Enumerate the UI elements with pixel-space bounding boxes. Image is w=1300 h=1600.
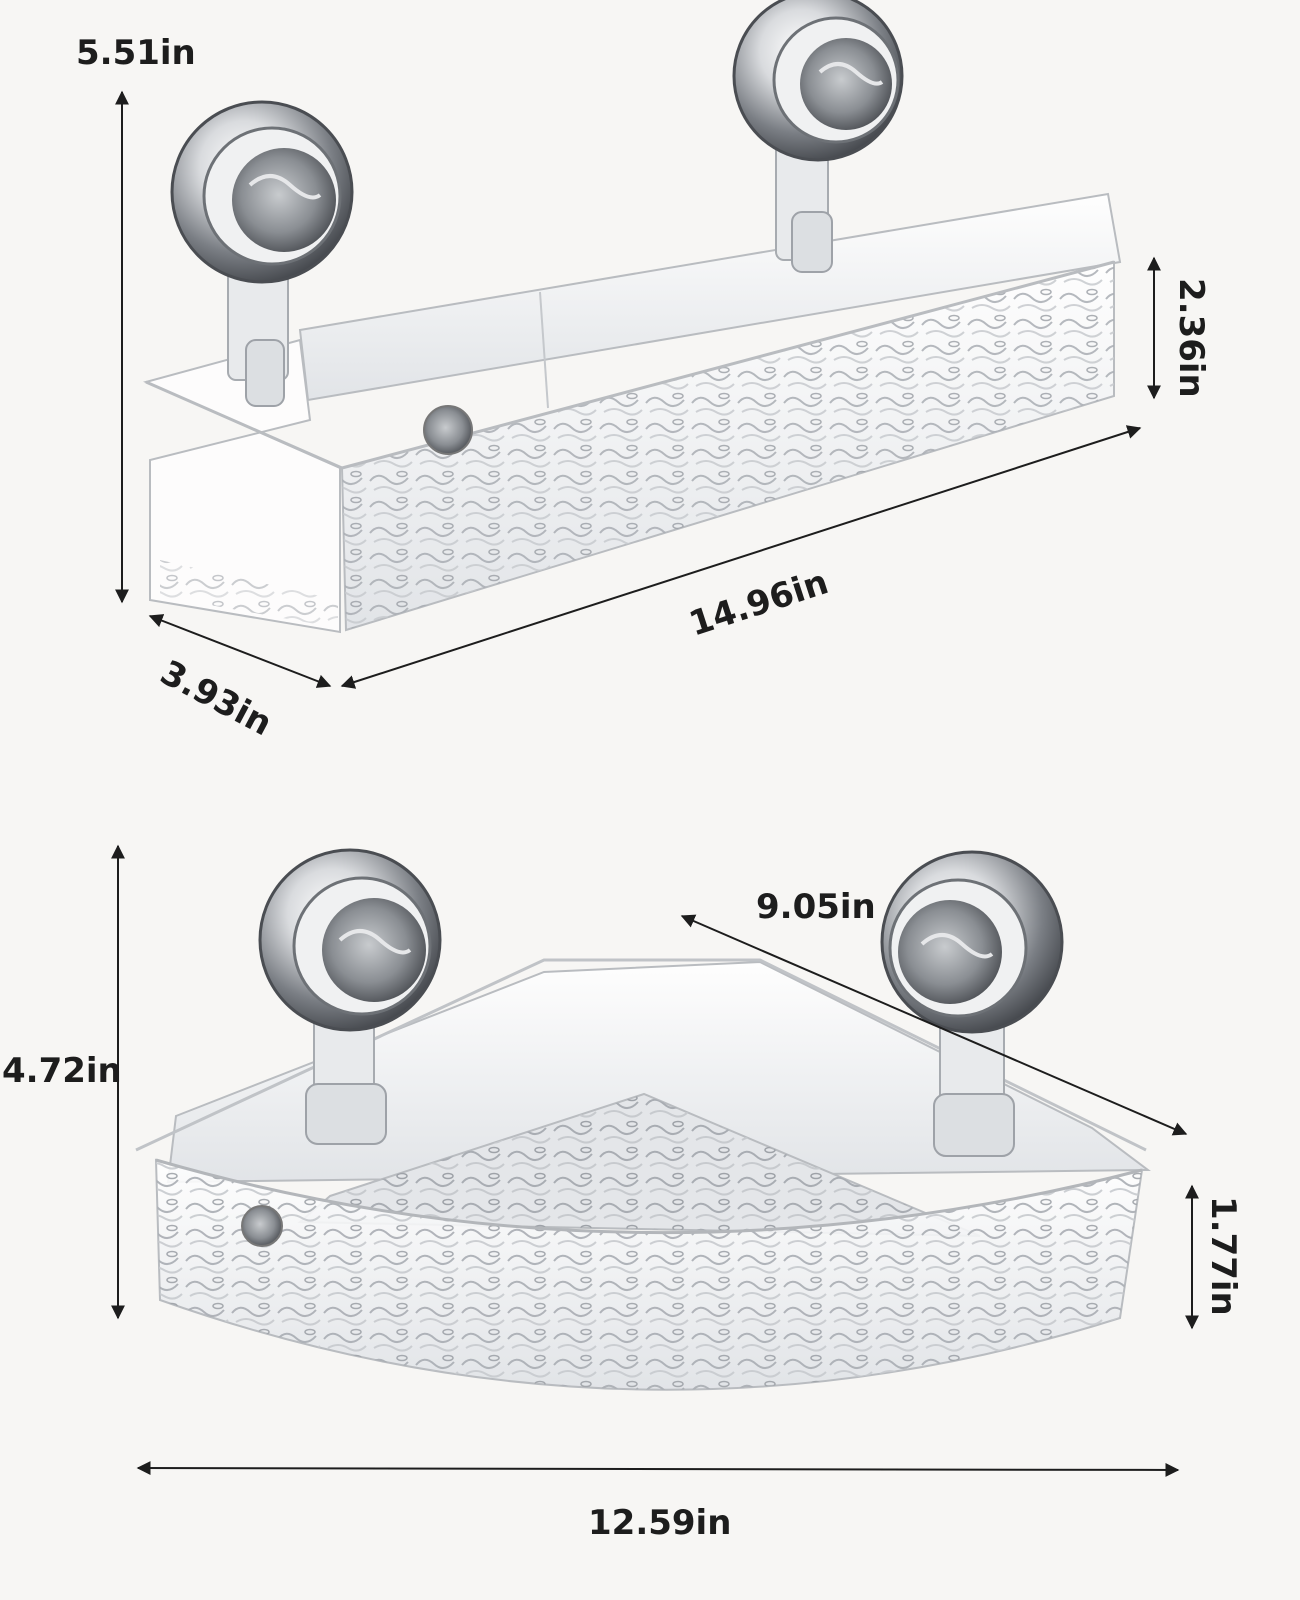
- dimension-lines: [111, 90, 1199, 1477]
- corner-knob: [241, 1205, 283, 1247]
- rect-total-height-label: 5.51in: [76, 33, 196, 73]
- suction-cup-rect-left: [170, 100, 354, 407]
- rect-depth-line: [148, 614, 332, 688]
- rect-left-end: [143, 338, 341, 634]
- corner-basket-height-label: 1.77in: [1203, 1196, 1243, 1316]
- corner-side-line: [680, 914, 1188, 1136]
- rect-length-label: 14.96in: [684, 562, 833, 644]
- rect-length-line: [340, 425, 1142, 689]
- rect-depth-label: 3.93in: [154, 653, 279, 745]
- corner-total-height-label: 4.72in: [2, 1051, 122, 1091]
- corner-side-label: 9.05in: [756, 887, 876, 927]
- suction-cup-corner-left: [258, 848, 442, 1145]
- corner-width-line: [136, 1461, 1180, 1477]
- corner-width-label: 12.59in: [588, 1503, 731, 1543]
- suction-cup-rect-right: [732, 0, 904, 273]
- rect-knob: [423, 405, 473, 455]
- rect-basket-height-label: 2.36in: [1171, 278, 1211, 398]
